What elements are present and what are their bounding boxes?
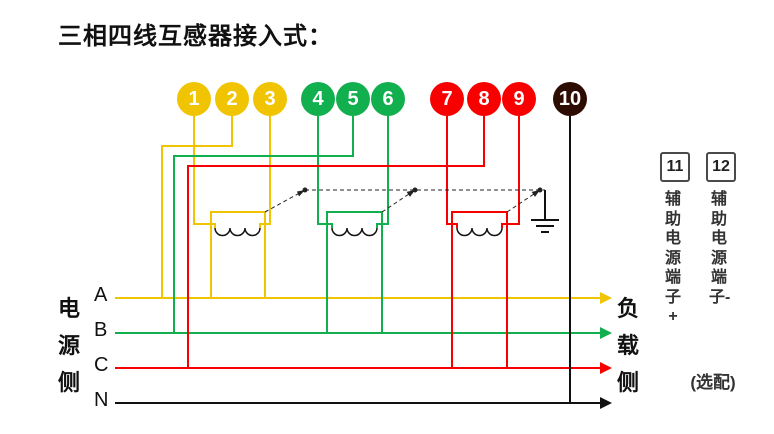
source-side-label: 电源侧 (57, 296, 80, 395)
ground-icon (531, 190, 559, 233)
terminal-6: 6 (371, 82, 405, 116)
neutral-wires (115, 116, 612, 409)
ct-c-coil (456, 227, 503, 237)
phase-c-wires (115, 116, 612, 374)
phase-c-label: C (94, 354, 109, 376)
aux-terminal-12-box: 12 (706, 152, 736, 182)
aux-terminal-12-label: 辅助电源端子- (709, 191, 731, 306)
page-title: 三相四线互感器接入式： (58, 23, 333, 50)
ct-b-coil (331, 227, 378, 237)
phase-b-wires (115, 116, 612, 339)
terminal-7: 7 (430, 82, 464, 116)
phase-a-label: A (94, 284, 108, 306)
ct-polarity-links (264, 187, 545, 213)
terminal-1: 1 (177, 82, 211, 116)
load-arrow-b (600, 327, 612, 339)
ct-a-coil (214, 227, 261, 237)
phase-b-label: B (94, 319, 108, 341)
terminal-3: 3 (253, 82, 287, 116)
terminal-5: 5 (336, 82, 370, 116)
aux-terminal-11-label: 辅助电源端子+ (664, 191, 681, 325)
load-arrow-n (600, 397, 612, 409)
neutral-label: N (94, 389, 109, 411)
load-arrow-c (600, 362, 612, 374)
load-side-label: 负载侧 (616, 296, 639, 395)
phase-a-wires (115, 116, 612, 304)
terminal-2: 2 (215, 82, 249, 116)
aux-optional-note: (选配) (690, 373, 736, 392)
terminal-10: 10 (553, 82, 587, 116)
aux-terminal-11-box: 11 (660, 152, 690, 182)
terminal-8: 8 (467, 82, 501, 116)
terminal-4: 4 (301, 82, 335, 116)
load-arrow-a (600, 292, 612, 304)
terminal-9: 9 (502, 82, 536, 116)
